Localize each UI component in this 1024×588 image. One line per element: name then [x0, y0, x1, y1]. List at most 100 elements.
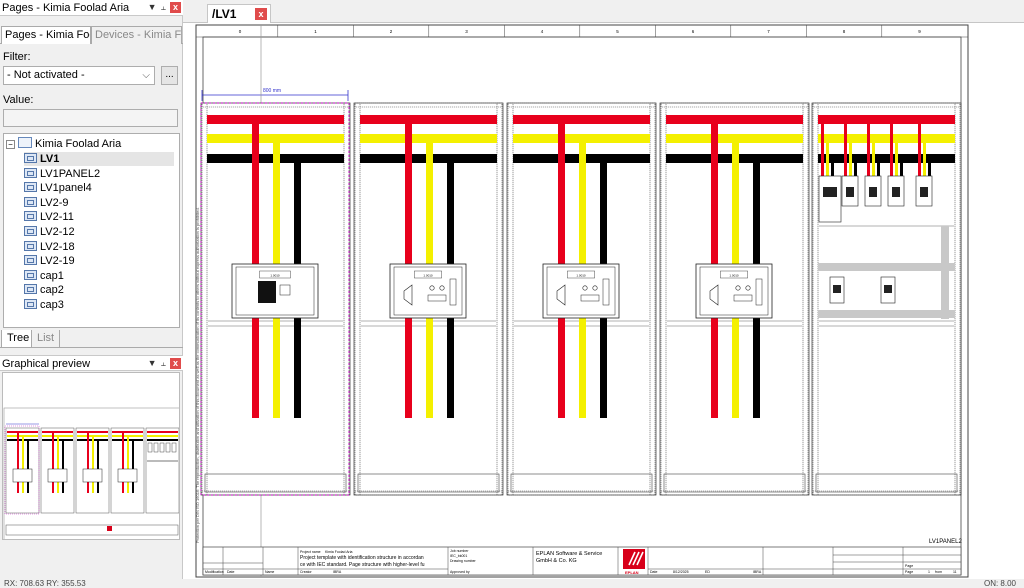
tree-item[interactable]: LV1panel4 [24, 181, 174, 195]
filter-select[interactable]: - Not activated - ⌵ [3, 66, 155, 85]
tree-item[interactable]: LV2-9 [24, 196, 174, 210]
column-number: 1 [314, 29, 317, 34]
tree-item[interactable]: LV1PANEL2 [24, 167, 174, 181]
busbar-red [513, 115, 650, 124]
tree-item[interactable]: cap2 [24, 283, 174, 297]
selection-box[interactable] [200, 102, 350, 496]
mccb-feed-red [890, 124, 893, 176]
preview-dropdown-icon[interactable]: ▼ [147, 358, 157, 368]
preview-dropper [127, 437, 129, 493]
document-tab-bar: /LV1 x [183, 0, 1024, 23]
page-icon [24, 153, 37, 163]
frame-rail [812, 102, 961, 108]
tree-item-label: cap3 [40, 299, 64, 311]
tree-item[interactable]: LV1 [24, 152, 174, 166]
filter-select-value: - Not activated - [7, 69, 85, 81]
preview-breaker [12, 468, 33, 483]
tb-description-1: Project template with identification str… [300, 555, 424, 561]
mccb-handle [920, 187, 928, 197]
tb-company-2: GmbH & Co. KG [536, 558, 577, 564]
panel-base [663, 473, 806, 493]
tab-list[interactable]: List [31, 330, 61, 348]
preview-busbar-red [112, 431, 143, 433]
status-bar: RX: 708.63 RY: 355.53 ON: 8.00 [0, 579, 1024, 588]
preview-dropper [122, 433, 124, 493]
preview-busbar-black [147, 439, 178, 441]
tree-item[interactable]: LV2-18 [24, 240, 174, 254]
preview-pin-icon[interactable]: ⫠ [160, 358, 166, 368]
tree-item[interactable]: LV2-19 [24, 254, 174, 268]
busbar-yellow [360, 134, 497, 143]
preview-busbar-yellow [147, 435, 178, 437]
pages-panel-title: Pages - Kimia Foolad Aria ▼ ⫠ x [0, 0, 183, 16]
mccb-feed-yellow [895, 143, 898, 176]
page-icon [24, 284, 37, 295]
preview-busbar-yellow [112, 435, 143, 437]
breaker-label: 1.0010 [423, 274, 433, 278]
mccb-feed-black [900, 163, 903, 176]
tab-pages[interactable]: Pages - Kimia Fool... [1, 26, 91, 44]
preview-breaker [82, 468, 103, 483]
switchgear-panel: 1.0010 [506, 102, 657, 496]
preview-busbar-red [42, 431, 73, 433]
column-number: 2 [390, 29, 393, 34]
switchgear-panel: 1.0010 [200, 102, 351, 496]
filter-more-button[interactable]: ... [161, 66, 178, 85]
status-coordinates: RX: 708.63 RY: 355.53 [4, 579, 86, 588]
frame-rail [354, 490, 503, 496]
tree-item[interactable]: cap1 [24, 269, 174, 283]
side-copyright-text: Protection per DIN ISO 16016: The reprod… [195, 207, 200, 543]
panel-close-icon[interactable]: x [170, 2, 181, 13]
mccb-breaker [818, 175, 842, 223]
preview-breaker [117, 468, 138, 483]
tb-from-value: 11 [953, 570, 957, 574]
document-tab-lv1[interactable]: /LV1 x [207, 4, 271, 23]
tree-item-label: cap1 [40, 269, 64, 282]
value-field[interactable] [3, 109, 178, 127]
busbar-yellow [207, 134, 344, 143]
tree-item[interactable]: cap3 [24, 298, 174, 312]
breaker-side-rail [449, 278, 457, 306]
breaker-handle [258, 281, 276, 303]
preview-busbar-red [7, 431, 38, 433]
tree-item-label: LV1PANEL2 [40, 167, 101, 180]
mccb-handle [869, 187, 877, 197]
preview-mccb [153, 442, 159, 453]
preview-dropper [22, 437, 24, 493]
breaker-button [745, 285, 751, 291]
tab-devices[interactable]: Devices - Kimia Fo... [91, 26, 182, 44]
tb-creator-2: IBRA [753, 570, 762, 574]
preview-logo [107, 526, 112, 531]
mccb-feed-black [877, 163, 880, 176]
switchgear-panel: 1.0010 [659, 102, 810, 496]
document-tab-close-icon[interactable]: x [255, 8, 267, 20]
tree-root[interactable]: −Kimia Foolad Aria [6, 137, 121, 151]
mccb-feed-red [918, 124, 921, 176]
graphical-preview[interactable] [2, 372, 180, 540]
column-number: 8 [843, 29, 846, 34]
pages-panel-tabs: Pages - Kimia Fool... Devices - Kimia Fo… [0, 24, 183, 44]
preview-close-icon[interactable]: x [170, 358, 181, 369]
preview-selection [4, 425, 40, 515]
panel-base [815, 473, 958, 493]
tree-item[interactable]: LV2-11 [24, 210, 174, 224]
tree-item[interactable]: LV2-12 [24, 225, 174, 239]
project-icon [18, 137, 32, 148]
breaker-nameplate [414, 270, 442, 279]
tb-ed-label: ED [705, 570, 710, 574]
document-tab-label: /LV1 [212, 7, 237, 21]
panel-pin-icon[interactable]: ⫠ [160, 2, 166, 12]
panel-dropdown-icon[interactable]: ▼ [147, 2, 157, 12]
preview-busbar-yellow [42, 435, 73, 437]
mccb-feed-black [831, 163, 834, 176]
preview-busbar-red [147, 431, 178, 433]
collapse-icon[interactable]: − [6, 140, 15, 149]
tb-page-label-2: Page [905, 570, 913, 574]
breaker-button [735, 285, 741, 291]
preview-busbar-yellow [77, 435, 108, 437]
column-number: 4 [541, 29, 544, 34]
tab-tree[interactable]: Tree [1, 330, 36, 348]
